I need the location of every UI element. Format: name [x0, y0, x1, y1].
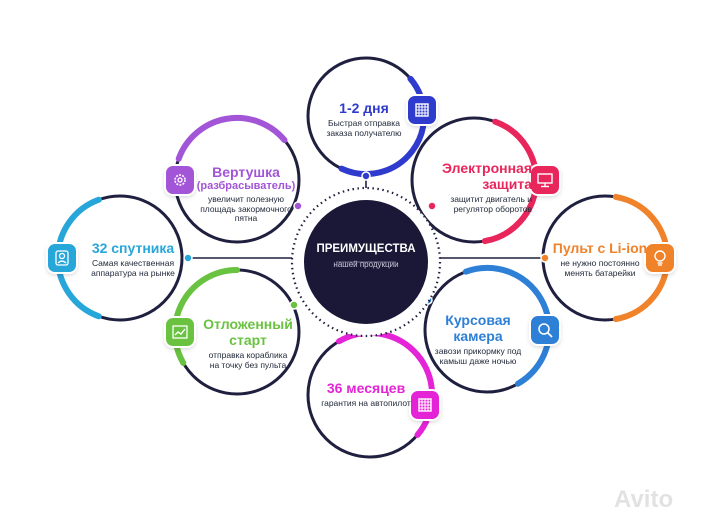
- feature-description: отправка кораблика на точку без пульта: [208, 350, 288, 370]
- feature-accent-arc: [462, 264, 553, 387]
- feature-description: не нужно постоянно менять батарейки: [560, 258, 640, 278]
- user-icon: [46, 242, 78, 274]
- feature-node-spinner: [173, 114, 303, 244]
- feature-warranty: 36 месяцев гарантия на автопилот: [310, 380, 422, 409]
- feature-description: завози прикормку под камыш даже ночью: [434, 346, 522, 366]
- feature-title: Отложенный старт: [203, 316, 293, 349]
- feature-title: Пульт с Li-ion: [552, 240, 648, 256]
- feature-title: Вертушка: [212, 164, 280, 180]
- feature-description: Быстрая отправка заказа получателю: [326, 118, 402, 138]
- feature-spinner: Вертушка (разбрасыватель) увеличит полез…: [194, 164, 298, 224]
- feature-subtitle: (разбрасыватель): [196, 180, 296, 193]
- feature-liion: Пульт с Li-ion не нужно постоянно менять…: [546, 240, 654, 279]
- feature-camera: Курсовая камера завози прикормку под кам…: [426, 312, 530, 367]
- feature-electronic: Электронная защита защитит двигатель и р…: [420, 160, 532, 215]
- feature-description: увеличит полезную площадь закормочного п…: [200, 193, 292, 224]
- connector-dot: [293, 201, 303, 211]
- avito-watermark: Avito: [614, 486, 674, 513]
- feature-description: защитит двигатель и регулятор оборотов: [450, 194, 532, 214]
- connector-dot: [183, 253, 193, 263]
- feature-node-camera: [423, 264, 553, 394]
- connector-dot: [540, 253, 550, 263]
- feature-accent-arc: [175, 114, 288, 162]
- feature-title: 32 спутника: [91, 240, 175, 256]
- feature-title: Электронная защита: [442, 160, 532, 193]
- grid-icon: [406, 94, 438, 126]
- bulb-icon: [644, 242, 676, 274]
- center-subtitle: нашей продукции: [333, 260, 399, 269]
- connector-dot: [361, 171, 371, 181]
- connector-dot: [427, 201, 437, 211]
- feature-title: 36 месяцев: [326, 380, 406, 396]
- feature-delayed: Отложенный старт отправка кораблика на т…: [196, 316, 300, 371]
- monitor-icon: [529, 164, 561, 196]
- feature-delivery: 1-2 дня Быстрая отправка заказа получате…: [312, 100, 416, 139]
- search-icon: [529, 314, 561, 346]
- center-title: ПРЕИМУЩЕСТВА: [316, 243, 416, 255]
- connector-dot: [289, 300, 299, 310]
- feature-gps: 32 спутника Самая качественная аппаратур…: [80, 240, 186, 279]
- feature-title: Курсовая камера: [445, 312, 511, 345]
- gear-icon: [164, 164, 196, 196]
- feature-description: гарантия на автопилот: [321, 398, 411, 409]
- feature-description: Самая качественная аппаратура на рынке: [91, 258, 175, 278]
- grid-icon: [409, 389, 441, 421]
- chart-icon: [164, 316, 196, 348]
- feature-title: 1-2 дня: [339, 100, 389, 116]
